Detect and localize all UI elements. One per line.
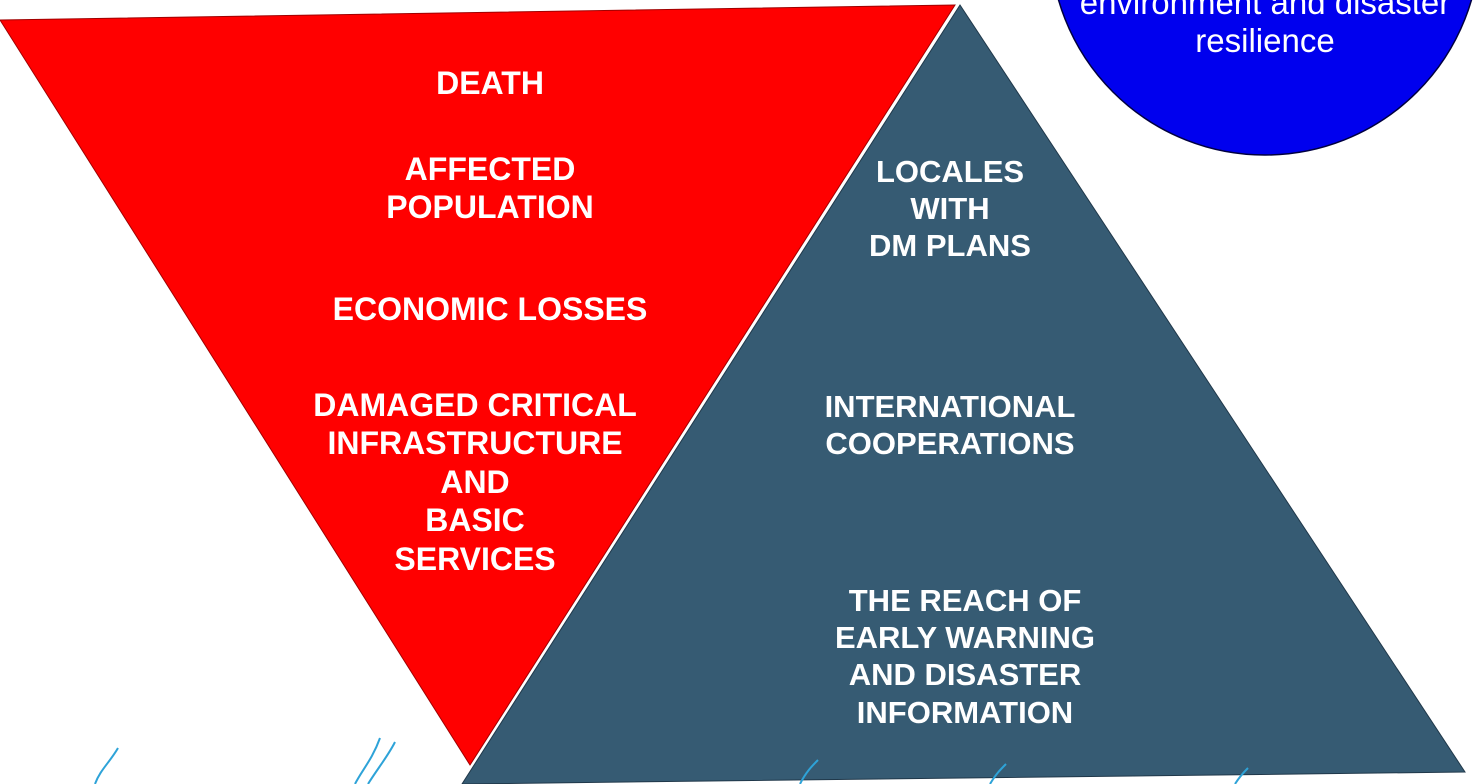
red-inverted-triangle [0,4,956,766]
sketch-lines-decoration [94,737,1249,784]
damaged-infrastructure-label: DAMAGED CRITICAL INFRASTRUCTURE AND BASI… [313,387,637,577]
sketch-line [989,763,1007,784]
international-cooperations-label: INTERNATIONAL COOPERATIONS [824,389,1076,462]
resilience-circle [1057,0,1473,156]
affected-population-label: AFFECTED POPULATION [386,151,594,226]
sketch-line [799,759,819,784]
sketch-line [94,747,119,784]
circle-label: environment and disaster resilience [1079,0,1451,59]
sketch-line [1234,767,1249,784]
sketch-line [354,737,381,784]
sketch-line [367,741,396,784]
death-label: DEATH [436,65,544,101]
slate-upright-triangle [461,4,1466,784]
locales-dm-plans-label: LOCALES WITH DM PLANS [869,154,1031,264]
economic-losses-label: ECONOMIC LOSSES [332,291,648,327]
early-warning-reach-label: THE REACH OF EARLY WARNING AND DISASTER … [834,583,1096,730]
